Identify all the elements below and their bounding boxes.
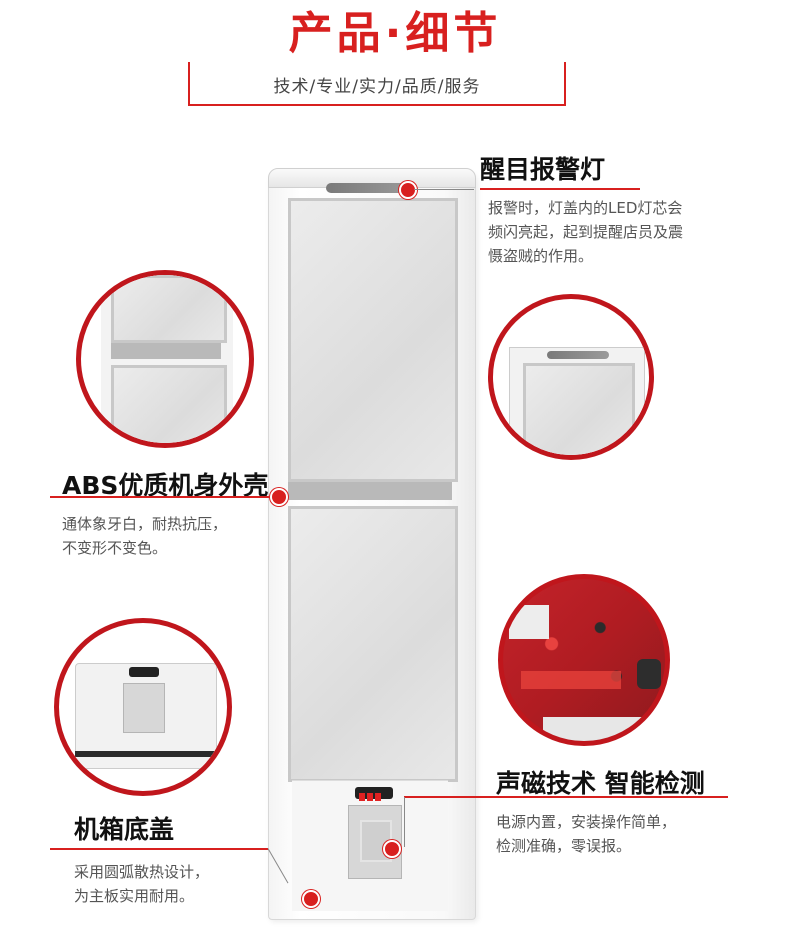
led-light-bar bbox=[326, 183, 412, 193]
abs-shell-dot bbox=[270, 488, 288, 506]
pcb-zoom-circle bbox=[498, 574, 670, 746]
abs-shell-desc: 通体象牙白，耐热抗压， 不变形不变色。 bbox=[62, 515, 228, 557]
alarm-light-title: 醒目报警灯 bbox=[480, 155, 606, 184]
upper-panel bbox=[288, 198, 458, 482]
abs-shell-underline bbox=[50, 496, 270, 498]
chassis-base-zoom-circle bbox=[54, 618, 232, 796]
acoustic-magnetic-connector-v bbox=[404, 797, 405, 847]
alarm-light-connector bbox=[414, 189, 474, 190]
page-title: 产品·细节 bbox=[288, 8, 502, 59]
lower-panel bbox=[288, 506, 458, 782]
alarm-light-desc: 报警时，灯盖内的LED灯芯会 频闪亮起，起到提醒店员及震 慑盗贼的作用。 bbox=[488, 199, 684, 265]
alarm-light-underline bbox=[480, 188, 640, 190]
panel-divider bbox=[288, 482, 452, 500]
chassis-base-dot bbox=[302, 890, 320, 908]
alarm-light-dot bbox=[399, 181, 417, 199]
acoustic-magnetic-underline bbox=[404, 796, 728, 798]
indicator-lights bbox=[355, 787, 393, 801]
acoustic-magnetic-title: 声磁技术 智能检测 bbox=[496, 769, 705, 798]
acoustic-magnetic-desc: 电源内置，安装操作简单， 检测准确，零误报。 bbox=[496, 813, 677, 855]
acoustic-magnetic-dot bbox=[383, 840, 401, 858]
page-subtitle: 技术/专业/实力/品质/服务 bbox=[273, 77, 481, 97]
alarm-light-zoom-circle bbox=[488, 294, 654, 460]
chassis-base-desc: 采用圆弧散热设计， 为主板实用耐用。 bbox=[74, 863, 210, 905]
abs-shell-title: ABS优质机身外壳 bbox=[62, 471, 269, 500]
header-frame bbox=[188, 62, 566, 106]
abs-shell-zoom-circle bbox=[76, 270, 254, 448]
chassis-base-underline bbox=[50, 848, 268, 850]
chassis-base-title: 机箱底盖 bbox=[74, 815, 175, 844]
